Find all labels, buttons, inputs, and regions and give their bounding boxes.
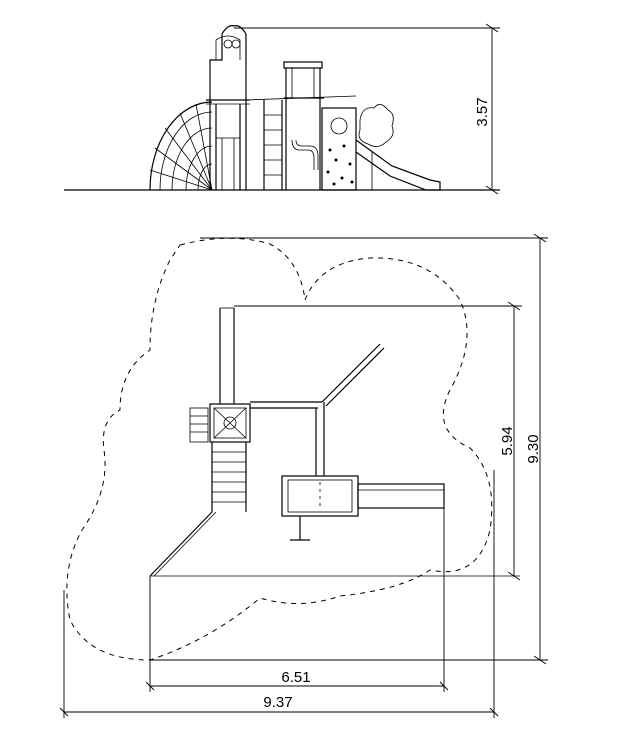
outer-width-dimension-label: 9.37	[263, 694, 292, 711]
plan-rect-deck	[281, 475, 359, 541]
elevation-view: 3.57	[64, 23, 500, 195]
safety-zone-boundary	[66, 237, 493, 661]
right-tower	[283, 61, 324, 190]
plan-upper-beam	[219, 307, 235, 404]
plan-envelope	[149, 511, 520, 577]
height-dimension: 3.57	[234, 23, 500, 195]
plan-slide	[357, 483, 445, 509]
inner-depth-dimension-label: 5.94	[499, 426, 516, 455]
plan-bridge	[250, 343, 385, 476]
inner-width-dimension: 6.51	[145, 508, 449, 692]
tube-slide	[149, 101, 213, 191]
plan-ladder	[211, 442, 247, 512]
height-dimension-label: 3.57	[474, 97, 491, 126]
inner-depth-dimension: 5.94	[234, 301, 522, 581]
straight-slide	[355, 139, 441, 191]
climbing-wall	[321, 107, 357, 191]
elevation-ladder	[245, 95, 357, 190]
bush	[358, 104, 394, 147]
outer-width-dimension: 9.37	[59, 470, 499, 718]
plan-view: 5.94 9.30 6.51 9.37	[59, 233, 548, 718]
plan-square-deck	[189, 403, 251, 443]
inner-width-dimension-label: 6.51	[281, 669, 310, 686]
left-tower	[206, 25, 250, 190]
outer-depth-dimension-label: 9.30	[525, 434, 542, 463]
outer-depth-dimension: 9.30	[150, 233, 548, 665]
